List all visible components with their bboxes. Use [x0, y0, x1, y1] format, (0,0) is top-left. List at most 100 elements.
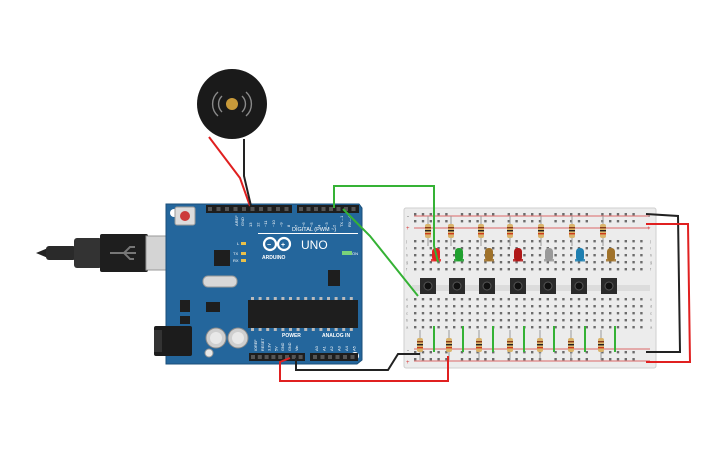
resistor-band [476, 341, 482, 343]
breadboard-hole [445, 358, 448, 361]
breadboard-hole [554, 220, 557, 223]
digital-pin-label: 12 [256, 222, 261, 227]
breadboard-hole [585, 319, 588, 322]
breadboard-hole [554, 240, 557, 243]
breadboard-hole [437, 247, 440, 250]
breadboard-hole [468, 213, 471, 216]
digital-pin-label: ~10 [271, 219, 276, 227]
breadboard-hole [570, 298, 573, 301]
breadboard-hole [484, 247, 487, 250]
breadboard-hole [507, 312, 510, 315]
resistor-band [448, 233, 454, 235]
row-letter: i [406, 246, 407, 251]
resistor-band [448, 230, 454, 232]
breadboard-hole [523, 351, 526, 354]
chip-pin [251, 328, 254, 331]
breadboard-hole [531, 220, 534, 223]
breadboard-hole [515, 305, 518, 308]
reset-button-cap[interactable] [180, 211, 190, 221]
digital-label-underline [258, 233, 358, 234]
breadboard-hole [570, 268, 573, 271]
breadboard-hole [507, 220, 510, 223]
digital-pin-label: RX←0 [347, 214, 352, 227]
breadboard-hole [460, 261, 464, 264]
breadboard-hole [554, 298, 557, 301]
led-rim [606, 259, 616, 262]
breadboard-hole [429, 240, 432, 243]
breadboard-hole [624, 319, 627, 322]
breadboard-hole [507, 326, 510, 329]
breadboard-hole [515, 326, 518, 329]
breadboard-hole [554, 351, 557, 354]
breadboard-hole [499, 312, 503, 315]
breadboard-hole [523, 254, 526, 257]
breadboard-hole [476, 319, 479, 322]
chip-pin [304, 297, 308, 300]
breadboard-hole [609, 213, 612, 216]
header-hole [285, 355, 289, 359]
breadboard-hole [429, 305, 432, 308]
breadboard-hole [484, 220, 487, 223]
header-hole [225, 207, 229, 211]
digital-pin-label: 8 [286, 224, 291, 227]
breadboard-hole [492, 254, 495, 257]
breadboard-hole [468, 254, 471, 257]
resistor-band [537, 344, 543, 346]
breadboard-hole [632, 351, 635, 354]
breadboard-hole [453, 240, 456, 243]
breadboard-hole [515, 220, 518, 223]
row-letter: b [406, 318, 409, 323]
resistor-band [446, 344, 452, 346]
breadboard-hole [523, 220, 526, 223]
breadboard-hole [460, 220, 464, 223]
breadboard-hole [492, 220, 495, 223]
breadboard-hole [421, 351, 425, 354]
breadboard-hole [468, 319, 471, 322]
breadboard-hole [616, 298, 620, 301]
breadboard-hole [445, 240, 448, 243]
breadboard-hole [445, 213, 448, 216]
breadboard-hole [640, 326, 643, 329]
breadboard-hole [531, 298, 534, 301]
breadboard-hole [531, 268, 534, 271]
breadboard-hole [577, 268, 581, 271]
on-led [342, 251, 352, 255]
atmega-chip-pins [251, 297, 353, 331]
header-hole [291, 355, 296, 359]
resistor-band [476, 347, 482, 349]
breadboard-hole [554, 319, 557, 322]
breadboard-hole [460, 298, 464, 301]
breadboard-hole [601, 254, 604, 257]
breadboard-hole [616, 358, 620, 361]
ground-black-wire [295, 353, 420, 371]
breadboard-hole [624, 312, 627, 315]
resistor-band [598, 341, 604, 343]
breadboard-hole [421, 213, 425, 216]
breadboard-hole [484, 213, 487, 216]
on-led-label: ON [352, 251, 358, 256]
breadboard-hole [492, 261, 495, 264]
breadboard-hole [437, 268, 440, 271]
breadboard-hole [577, 326, 581, 329]
breadboard-hole [554, 326, 557, 329]
chip-pin [289, 328, 292, 331]
breadboard-hole [616, 351, 620, 354]
breadboard-hole [538, 298, 542, 301]
resistor-band [538, 233, 544, 235]
center-channel [412, 285, 650, 291]
breadboard-hole [609, 298, 612, 301]
digital-pin-label: ~9 [278, 222, 283, 227]
breadboard-hole [554, 261, 557, 264]
breadboard-hole [593, 254, 596, 257]
breadboard-hole [421, 305, 425, 308]
breadboard-hole [609, 240, 612, 243]
l-led-label: L [237, 241, 240, 246]
breadboard-hole [577, 305, 581, 308]
resistor-band [568, 341, 574, 343]
green-wire-top [333, 185, 439, 263]
breadboard-hole [570, 261, 573, 264]
breadboard-hole [460, 358, 464, 361]
